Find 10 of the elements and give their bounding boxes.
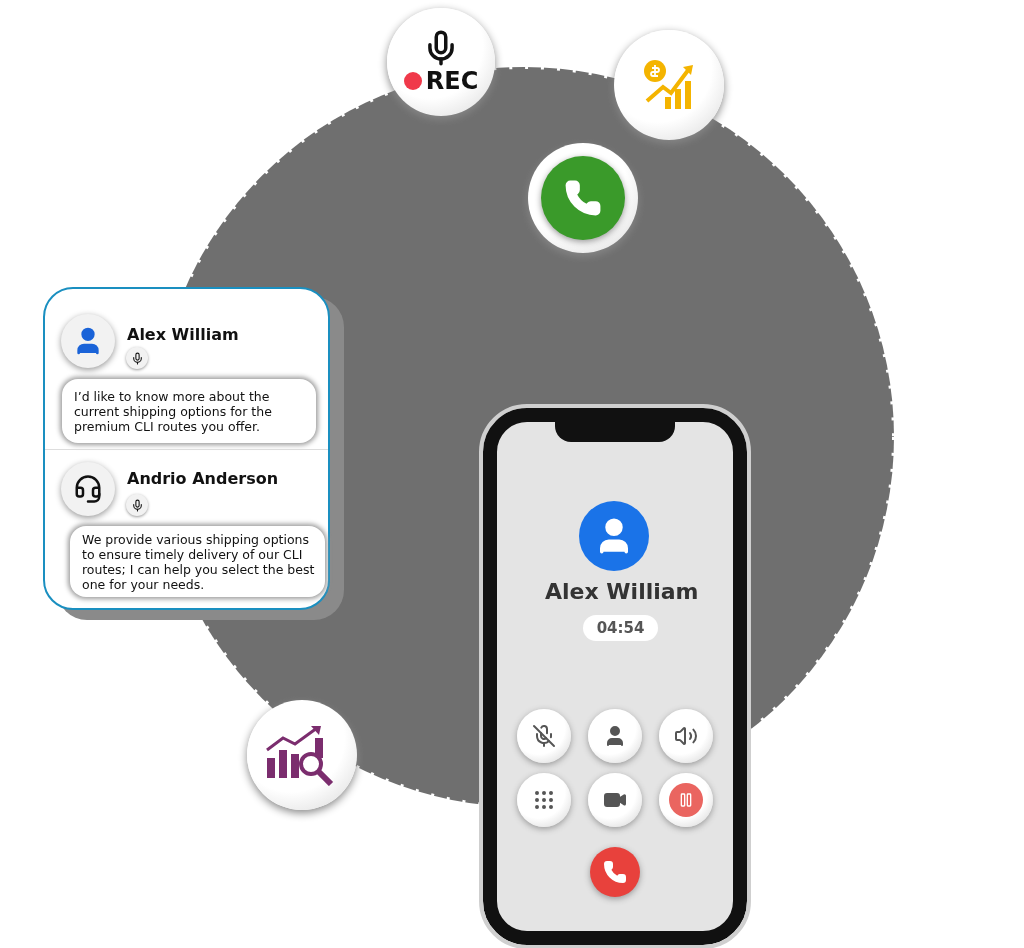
recording-badge <box>387 8 495 116</box>
analytics-badge <box>247 700 357 810</box>
revenue-growth-badge <box>614 30 724 140</box>
person-name: Alex William <box>127 325 239 344</box>
message-bubble: I’d like to know more about the current shipping options for the premium CLI routes you offer. <box>62 379 316 443</box>
person-name: Andrio Anderson <box>127 469 279 488</box>
message-bubble: We provide various shipping options to ensure timely delivery of our CLI routes; I can help you select the best one for your needs. <box>70 526 325 597</box>
rec-label: REC <box>425 67 479 95</box>
call-timer: 04:54 <box>583 615 658 641</box>
person-name: Alex William <box>545 579 699 604</box>
